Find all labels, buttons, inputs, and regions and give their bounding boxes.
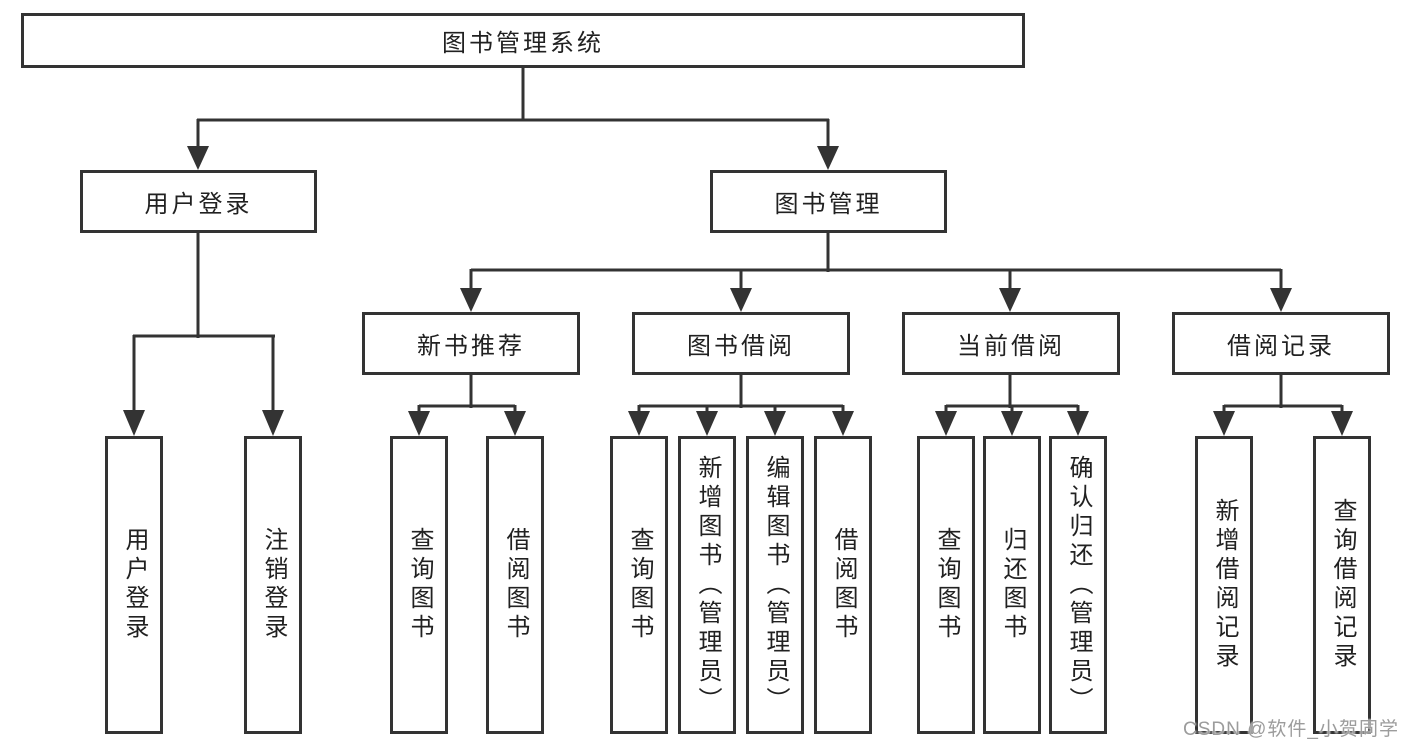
node-borrow-record: 借阅记录	[1172, 312, 1390, 375]
watermark: CSDN @软件_小贺同学	[1183, 719, 1399, 740]
node-book-management: 图书管理	[710, 170, 947, 233]
leaf-label: 编辑图书（管理员）	[762, 454, 789, 716]
leaf-query-book-current: 查询图书	[917, 436, 975, 734]
node-root: 图书管理系统	[21, 13, 1025, 68]
leaf-label: 新增图书（管理员）	[694, 454, 721, 716]
leaf-label: 查询图书	[933, 527, 960, 643]
leaf-add-borrow-record: 新增借阅记录	[1195, 436, 1253, 734]
leaf-label: 查询借阅记录	[1329, 498, 1356, 672]
node-book-borrow: 图书借阅	[632, 312, 850, 375]
leaf-return-book: 归还图书	[983, 436, 1041, 734]
leaf-confirm-return-admin: 确认归还（管理员）	[1049, 436, 1107, 734]
leaf-borrow-book-recommend: 借阅图书	[486, 436, 544, 734]
leaf-label: 确认归还（管理员）	[1065, 454, 1092, 716]
leaf-label: 用户登录	[121, 527, 148, 643]
leaf-label: 查询图书	[406, 527, 433, 643]
leaf-label: 注销登录	[260, 527, 287, 643]
leaf-label: 新增借阅记录	[1211, 498, 1238, 672]
leaf-query-book-borrow: 查询图书	[610, 436, 668, 734]
leaf-query-borrow-record: 查询借阅记录	[1313, 436, 1371, 734]
leaf-borrow-book: 借阅图书	[814, 436, 872, 734]
leaf-edit-book-admin: 编辑图书（管理员）	[746, 436, 804, 734]
leaf-logout-login: 注销登录	[244, 436, 302, 734]
leaf-label: 查询图书	[626, 527, 653, 643]
node-new-book-recommend: 新书推荐	[362, 312, 580, 375]
node-current-borrow: 当前借阅	[902, 312, 1120, 375]
leaf-user-login: 用户登录	[105, 436, 163, 734]
leaf-label: 归还图书	[999, 527, 1026, 643]
leaf-add-book-admin: 新增图书（管理员）	[678, 436, 736, 734]
leaf-query-book-recommend: 查询图书	[390, 436, 448, 734]
node-user-login: 用户登录	[80, 170, 317, 233]
leaf-label: 借阅图书	[502, 527, 529, 643]
leaf-label: 借阅图书	[830, 527, 857, 643]
